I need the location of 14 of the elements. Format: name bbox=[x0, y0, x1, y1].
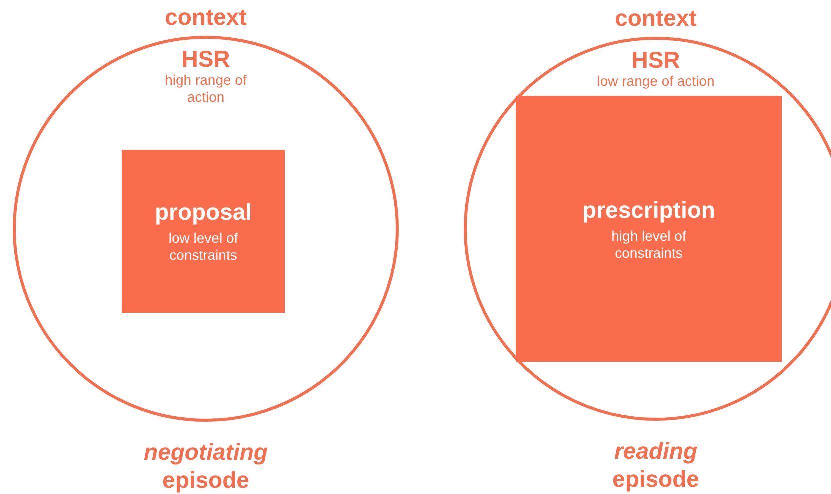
subheading: HSR bbox=[632, 47, 680, 74]
heading: context bbox=[615, 5, 697, 32]
heading: context bbox=[165, 4, 247, 31]
title-text: prescription bbox=[582, 196, 716, 224]
description-text: low range of action bbox=[596, 73, 716, 90]
description-text: high range of action bbox=[164, 72, 248, 106]
caption-text: reading episode bbox=[612, 437, 700, 493]
body-text: low level of constraints bbox=[168, 230, 240, 264]
filled-square bbox=[122, 150, 285, 313]
body-text: high level of constraints bbox=[610, 228, 688, 262]
subheading: HSR bbox=[182, 46, 230, 73]
title-text: proposal bbox=[154, 199, 252, 226]
filled-square bbox=[516, 96, 782, 362]
caption-text: negotiating episode bbox=[143, 438, 269, 494]
